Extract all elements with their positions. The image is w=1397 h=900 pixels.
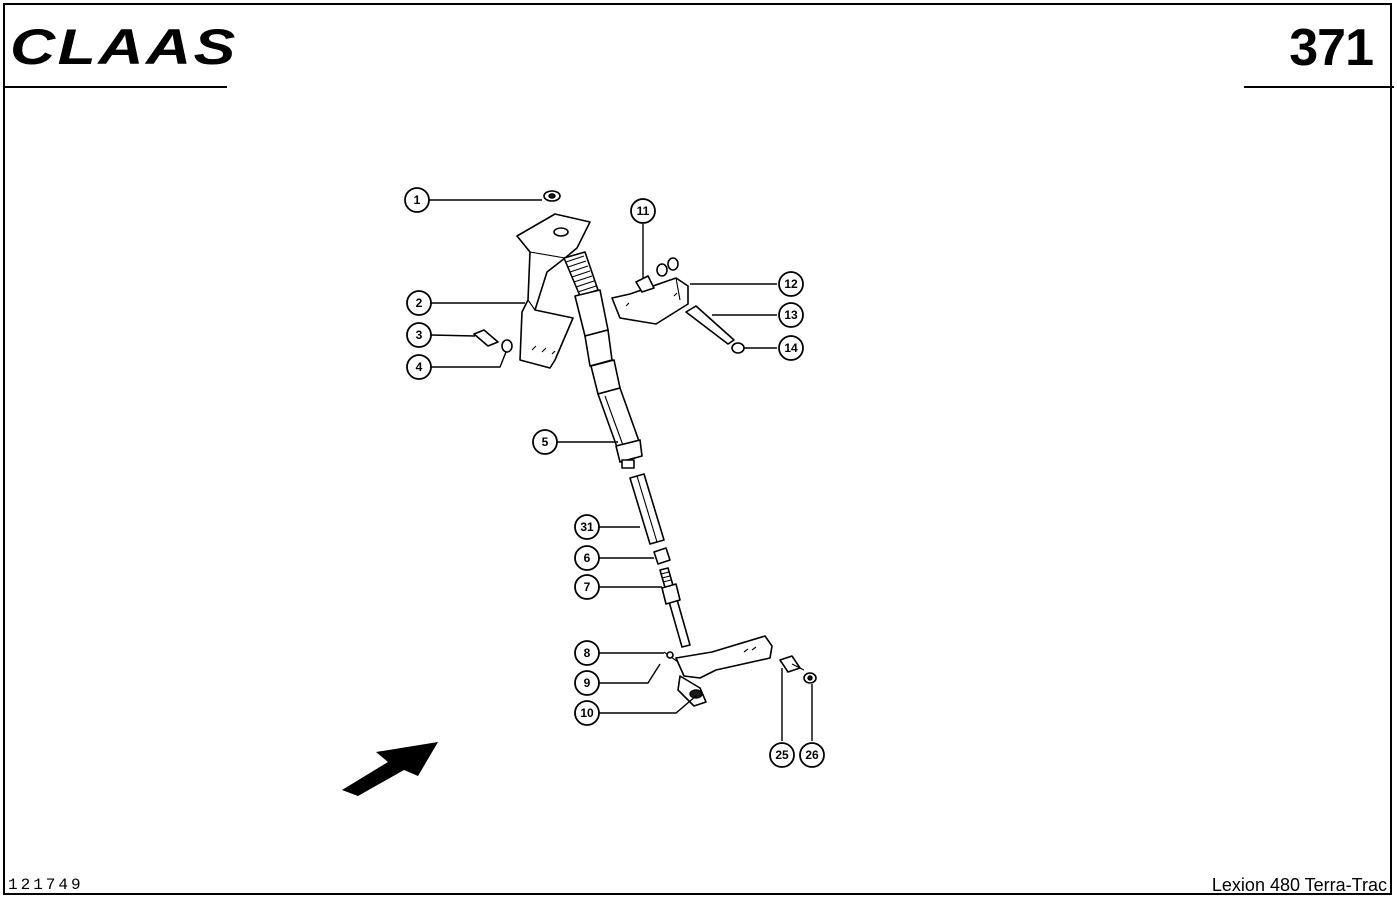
washer-14 [731, 342, 745, 354]
callout-11: 11 [630, 198, 656, 224]
leader-lines [429, 199, 813, 741]
callout-4: 4 [406, 354, 432, 380]
callout-3: 3 [406, 322, 432, 348]
svg-text:26: 26 [805, 748, 819, 762]
callout-8: 8 [574, 640, 600, 666]
svg-text:7: 7 [584, 580, 591, 594]
callout-13: 13 [778, 302, 804, 328]
callout-31: 31 [574, 514, 600, 540]
bolt-3 [473, 329, 499, 347]
svg-text:12: 12 [784, 277, 798, 291]
gas-strut [563, 251, 643, 469]
callout-7: 7 [574, 574, 600, 600]
callout-14: 14 [778, 335, 804, 361]
svg-text:2: 2 [416, 296, 423, 310]
svg-text:9: 9 [584, 676, 591, 690]
direction-arrow [342, 742, 438, 796]
mounting-bracket [516, 213, 591, 369]
header-rule-right [1244, 86, 1394, 88]
upper-bracket-12 [611, 277, 689, 325]
callout-6: 6 [574, 545, 600, 571]
svg-text:3: 3 [416, 328, 423, 342]
nut-11 [656, 257, 679, 277]
svg-text:13: 13 [784, 308, 798, 322]
drawing-id: 121749 [8, 876, 84, 894]
model-name: Lexion 480 Terra-Trac [1211, 875, 1387, 895]
callout-10: 10 [574, 700, 600, 726]
svg-text:10: 10 [580, 706, 594, 720]
callout-26: 26 [799, 742, 825, 768]
callout-1: 1 [404, 187, 430, 213]
bolt-13 [685, 305, 735, 345]
svg-text:4: 4 [416, 360, 423, 374]
svg-text:31: 31 [580, 520, 594, 534]
page-number: 371 [1289, 19, 1374, 77]
lower-lever [663, 635, 773, 707]
brand-logo-text: CLAAS [10, 19, 238, 75]
callout-2: 2 [406, 290, 432, 316]
callout-9: 9 [574, 670, 600, 696]
bolt-11 [635, 275, 655, 293]
svg-text:6: 6 [584, 551, 591, 565]
svg-text:11: 11 [637, 204, 650, 218]
spacer-rod-31 [629, 473, 665, 545]
svg-text:25: 25 [775, 748, 789, 762]
callout-25: 25 [769, 742, 795, 768]
header-rule-left [5, 86, 227, 88]
page-frame [3, 3, 1392, 895]
callout-12: 12 [778, 271, 804, 297]
claas-logo: CLAAS [10, 18, 235, 76]
threaded-rod-7 [659, 567, 691, 648]
svg-text:1: 1 [414, 193, 421, 207]
bolt-25 [779, 655, 805, 673]
washer-4 [501, 339, 513, 353]
nut-6 [653, 547, 671, 565]
washer-26 [803, 672, 817, 684]
svg-text:8: 8 [584, 646, 591, 660]
svg-text:14: 14 [784, 341, 798, 355]
callout-5: 5 [532, 429, 558, 455]
washer-1 [543, 190, 561, 202]
svg-text:5: 5 [542, 435, 549, 449]
